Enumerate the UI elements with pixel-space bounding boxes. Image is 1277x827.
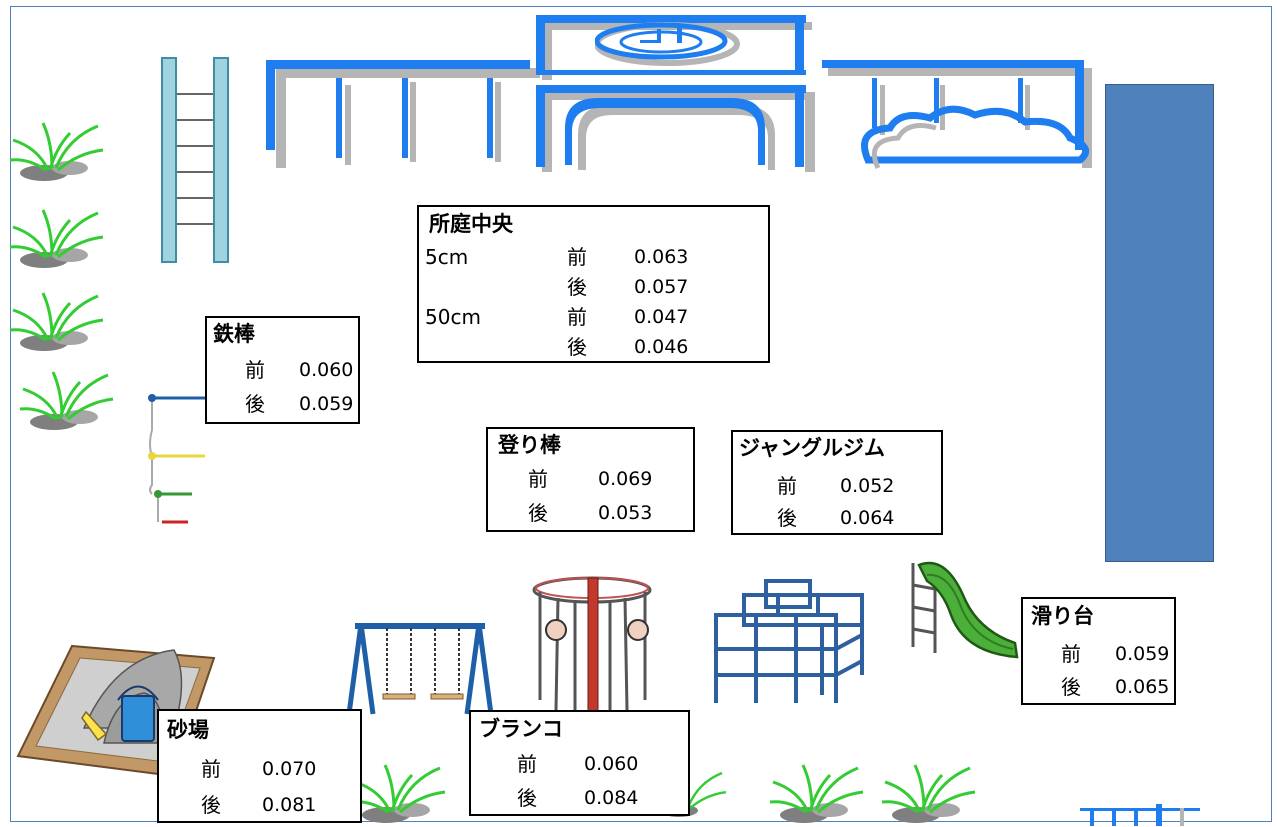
noboribou-before-label: 前 — [528, 467, 548, 491]
swing-icon — [346, 623, 494, 715]
center-value: 0.047 — [634, 306, 689, 328]
center-position-label: 後 — [567, 275, 587, 299]
noboribou-box: 登り棒 前 0.069 後 0.053 — [486, 427, 695, 532]
suberidai-after-value: 0.065 — [1115, 676, 1170, 698]
sunaba-box: 砂場 前 0.070 後 0.081 — [157, 709, 362, 823]
junglegym-box: ジャングルジム 前 0.052 後 0.064 — [731, 430, 943, 535]
tetsubou-before-label: 前 — [245, 358, 265, 382]
diagram-frame — [10, 6, 1272, 822]
grass-icon — [19, 371, 114, 430]
ladder-icon — [161, 57, 229, 263]
buranko-box: ブランコ 前 0.060 後 0.084 — [469, 710, 690, 816]
center-depth-label: 50cm — [425, 305, 481, 329]
buranko-before-label: 前 — [517, 752, 537, 776]
junglegym-after-value: 0.064 — [840, 507, 895, 529]
grass-icon — [769, 764, 864, 823]
buranko-after-value: 0.084 — [584, 787, 639, 809]
clock-icon — [595, 22, 740, 66]
junglegym-before-value: 0.052 — [840, 475, 895, 497]
building-icon — [1080, 804, 1200, 826]
buranko-after-label: 後 — [517, 786, 537, 810]
carousel-icon — [532, 576, 652, 719]
grass-icon — [351, 764, 446, 823]
tetsubou-title: 鉄棒 — [213, 322, 255, 346]
grass-icon — [9, 209, 104, 268]
junglegym-before-label: 前 — [777, 474, 797, 498]
noboribou-after-value: 0.053 — [598, 502, 653, 524]
tower-block — [1105, 84, 1214, 562]
iron-bar-icon — [148, 394, 208, 524]
center-value: 0.057 — [634, 276, 689, 298]
sunaba-before-label: 前 — [201, 757, 221, 781]
grass-icon — [9, 122, 104, 181]
slide-icon — [911, 561, 1019, 659]
suberidai-title: 滑り台 — [1031, 604, 1094, 628]
grass-icon — [881, 764, 976, 823]
tetsubou-after-value: 0.059 — [299, 393, 354, 415]
junglegym-after-label: 後 — [777, 506, 797, 530]
buranko-before-value: 0.060 — [584, 753, 639, 775]
sunaba-after-value: 0.081 — [262, 794, 317, 816]
suberidai-before-label: 前 — [1061, 642, 1081, 666]
center-measurement-box: 所庭中央 5cm 前 0.063 後 0.057 50cm 前 0.047 後 … — [417, 205, 770, 363]
buranko-title: ブランコ — [479, 717, 563, 741]
tetsubou-box: 鉄棒 前 0.060 後 0.059 — [205, 316, 360, 424]
center-depth-label: 5cm — [425, 245, 469, 269]
sunaba-before-value: 0.070 — [262, 758, 317, 780]
suberidai-before-value: 0.059 — [1115, 643, 1170, 665]
center-position-label: 前 — [567, 305, 587, 329]
junglegym-title: ジャングルジム — [739, 436, 885, 460]
center-position-label: 後 — [567, 335, 587, 359]
sunaba-title: 砂場 — [167, 718, 209, 742]
jungle-gym-icon — [714, 579, 864, 703]
noboribou-after-label: 後 — [528, 501, 548, 525]
noboribou-title: 登り棒 — [498, 433, 561, 457]
center-title: 所庭中央 — [429, 212, 513, 236]
center-value: 0.063 — [634, 246, 689, 268]
tetsubou-before-value: 0.060 — [299, 359, 354, 381]
noboribou-before-value: 0.069 — [598, 468, 653, 490]
suberidai-after-label: 後 — [1061, 675, 1081, 699]
tetsubou-after-label: 後 — [245, 392, 265, 416]
grass-icon — [9, 292, 104, 351]
center-position-label: 前 — [567, 245, 587, 269]
suberidai-box: 滑り台 前 0.059 後 0.065 — [1021, 597, 1176, 705]
sunaba-after-label: 後 — [201, 793, 221, 817]
center-value: 0.046 — [634, 336, 689, 358]
